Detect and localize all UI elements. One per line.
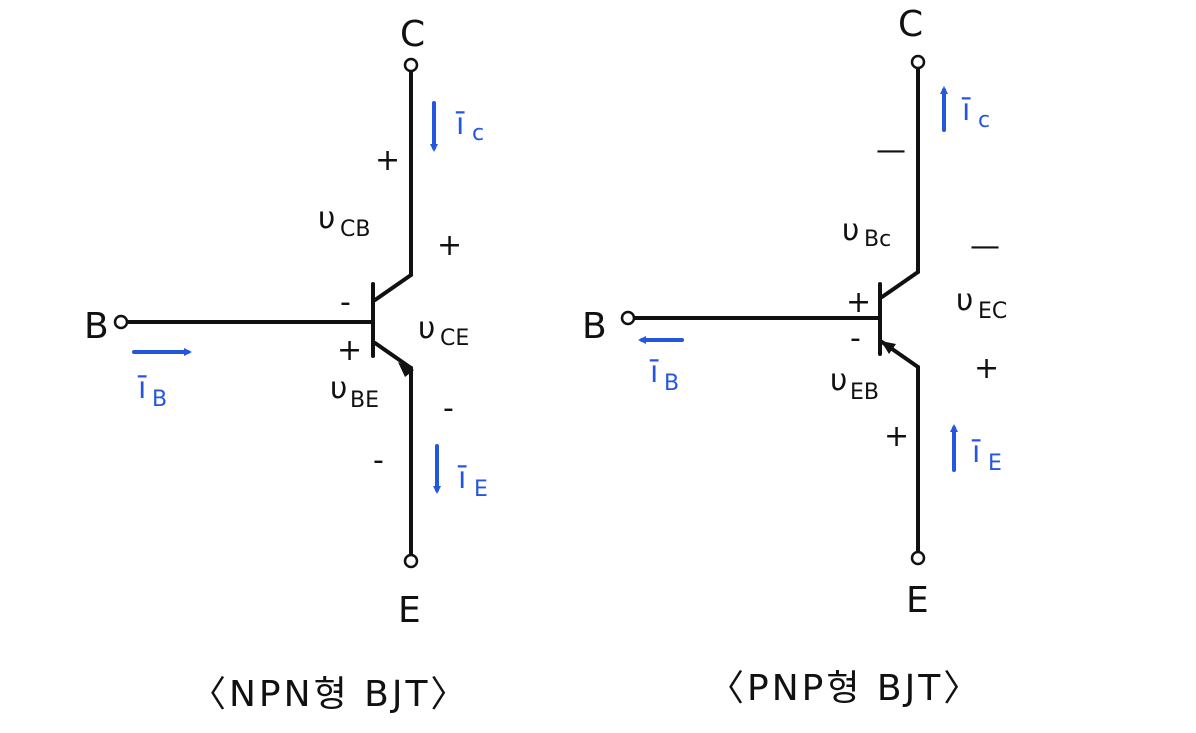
npn-base-label: B	[84, 306, 109, 347]
npn-emitter-arrow	[398, 362, 414, 377]
npn-ie-subscript: E	[474, 477, 488, 502]
npn-emitter-terminal	[403, 553, 419, 569]
pnp-transistor: C B E υ Bc υ EC υ EB — + — + - + ī c ī B…	[582, 4, 1007, 709]
pnp-vbc-subscript: Bc	[864, 227, 891, 252]
pnp-vbc-plus: +	[846, 285, 871, 320]
pnp-ie-subscript: E	[988, 451, 1002, 476]
npn-collector-diagonal	[373, 273, 413, 302]
npn-vcb-subscript: CB	[340, 217, 370, 242]
pnp-collector-diagonal	[880, 270, 920, 299]
npn-ic-symbol: ī	[455, 107, 465, 142]
pnp-vec-minus: —	[970, 229, 1000, 264]
npn-collector-label: C	[400, 14, 425, 55]
npn-vce-plus: +	[437, 228, 462, 263]
pnp-ib-subscript: B	[664, 371, 679, 396]
npn-vce-symbol: υ	[418, 311, 435, 346]
pnp-emitter-arrow	[881, 341, 896, 354]
pnp-veb-subscript: EB	[850, 380, 879, 405]
npn-emitter-diagonal	[373, 341, 413, 370]
npn-ie-symbol: ī	[457, 461, 467, 496]
pnp-ie-symbol: ī	[971, 435, 981, 470]
npn-ib-subscript: B	[152, 387, 167, 412]
npn-vcb-plus: +	[375, 143, 400, 178]
pnp-emitter-terminal	[910, 550, 926, 566]
pnp-vbc-minus: —	[876, 133, 906, 168]
npn-ib-symbol: ī	[137, 371, 147, 406]
npn-caption: 〈NPN형 BJT〉	[190, 674, 469, 715]
pnp-ic-symbol: ī	[961, 93, 971, 128]
pnp-vec-subscript: EC	[978, 299, 1007, 324]
npn-emitter-label: E	[398, 590, 421, 631]
pnp-base-label: B	[582, 306, 607, 347]
npn-vcb-minus: -	[340, 285, 351, 320]
npn-vbe-minus: -	[373, 443, 384, 478]
pnp-ib-symbol: ī	[649, 355, 659, 390]
npn-base-terminal	[113, 314, 129, 330]
pnp-veb-symbol: υ	[830, 363, 847, 398]
npn-transistor: C B E υ CB υ CE υ BE + - + - + - ī c ī B…	[84, 14, 488, 715]
pnp-vbc-symbol: υ	[842, 213, 859, 248]
pnp-vec-symbol: υ	[956, 283, 973, 318]
pnp-vec-plus: +	[974, 351, 999, 386]
npn-ic-subscript: c	[472, 121, 484, 146]
pnp-ic-subscript: c	[978, 108, 990, 133]
npn-vce-subscript: CE	[440, 326, 469, 351]
npn-vce-minus: -	[443, 391, 454, 426]
pnp-collector-terminal	[910, 54, 926, 70]
npn-vbe-symbol: υ	[330, 371, 347, 406]
npn-vbe-plus: +	[337, 333, 362, 368]
pnp-base-terminal	[620, 310, 636, 326]
pnp-collector-label: C	[898, 4, 923, 45]
pnp-caption: 〈PNP형 BJT〉	[708, 668, 982, 709]
npn-collector-terminal	[403, 57, 419, 73]
pnp-emitter-label: E	[906, 580, 929, 621]
npn-vcb-symbol: υ	[318, 201, 335, 236]
pnp-veb-plus: +	[884, 419, 909, 454]
pnp-veb-minus: -	[850, 321, 861, 356]
npn-vbe-subscript: BE	[350, 388, 379, 413]
